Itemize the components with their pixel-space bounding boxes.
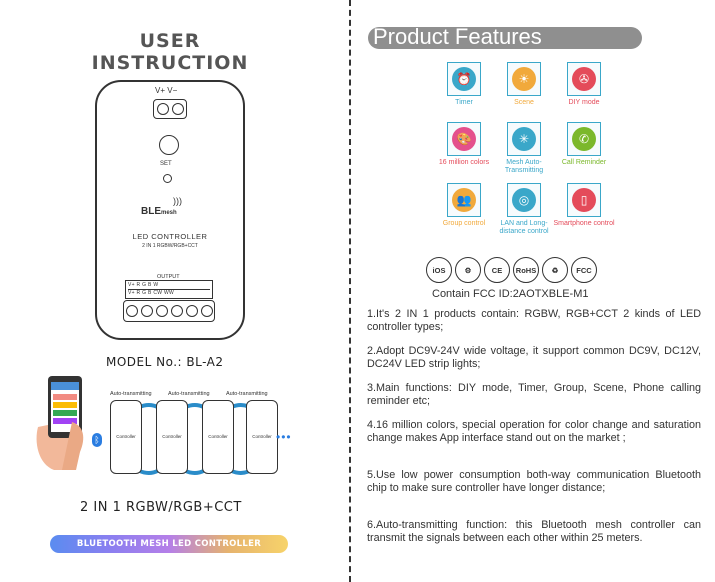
output-table: V+ R G B W V+ R G B CW WW [125,280,213,299]
feature-label: Scene [514,99,534,106]
feature-tile: 🎨 [447,122,481,156]
controller-node-4: Controller [246,400,278,474]
brand-logo-suffix: mesh [161,210,177,216]
group-icon: 👥 [452,188,476,212]
controller-node-3: Controller [202,400,234,474]
controller-device-illustration: V+ V− SET ))) BLEmesh LED CONTROLLER 2 I… [95,80,245,340]
fcc-id: Contain FCC ID:2AOTXBLE-M1 [432,288,589,300]
weee-cert-icon: ♻ [542,257,568,283]
rohs-cert-icon: RoHS [513,257,539,283]
device-product-sub: 2 IN 1 RGBW/RGB+CCT [142,243,198,249]
feature-paragraph-1: 1.It's 2 IN 1 products contain: RGBW, RG… [367,308,701,333]
feature-paragraph-3: 3.Main functions: DIY mode, Timer, Group… [367,382,701,407]
feature-tile: ✳ [507,122,541,156]
phone-in-hand-illustration [36,376,84,470]
user-instruction-title: USER INSTRUCTION [91,30,249,74]
terminal-screw-icon [156,103,169,115]
feature-label: LAN and Long-distance control [499,220,549,235]
feature-tile: 👥 [447,183,481,217]
feature-scene: ☀ Scene [490,62,558,107]
feature-palette: 🎨 16 million colors [430,122,498,167]
more-dots-icon: ••• [276,430,292,444]
palette-icon: 🎨 [452,127,476,151]
controller-node-2: Controller [156,400,188,474]
feature-label: Timer [455,99,473,106]
terminal-screw-icon [125,305,138,317]
ios-cert-icon: iOS [426,257,452,283]
controller-node-label: Controller [162,434,182,439]
output-terminal [123,300,215,322]
controller-node-label: Controller [252,434,272,439]
mesh-network-icon: ✳ [512,127,536,151]
terminal-screw-icon [140,305,153,317]
power-terminal [153,99,187,119]
feature-tile: ✆ [567,122,601,156]
smartphone-icon: ▯ [572,188,596,212]
feature-paragraph-5: 5.Use low power consumption both-way com… [367,469,701,494]
feature-phone-call: ✆ Call Reminder [550,122,618,167]
auto-transmitting-label-3: Auto-transmitting [226,391,268,397]
output-row-rgbw: V+ R G B W [128,282,159,288]
set-label: SET [160,161,172,167]
feature-label: Group control [442,220,486,227]
feature-paragraph-6: 6.Auto-transmitting function: this Bluet… [367,519,701,544]
scene-icon: ☀ [512,67,536,91]
brand-logo: BLEmesh [141,206,177,217]
auto-transmitting-label-2: Auto-transmitting [168,391,210,397]
feature-label: DIY mode [568,99,600,106]
feature-tile: ◎ [507,183,541,217]
feature-alarm-clock: ⏰ Timer [430,62,498,107]
model-number: MODEL No.: BL-A2 [106,355,224,369]
android-cert-icon: ⚙ [455,257,481,283]
feature-smartphone: ▯ Smartphone control [550,183,618,228]
feature-tile: ☀ [507,62,541,96]
bluetooth-mesh-banner: BLUETOOTH MESH LED CONTROLLER [50,535,288,553]
terminal-screw-icon [155,305,168,317]
feature-tile: ⏰ [447,62,481,96]
power-terminal-label: V+ V− [155,86,178,95]
page-divider [349,0,351,582]
feature-tile: ▯ [567,183,601,217]
terminal-screw-icon [200,305,213,317]
indicator-led [163,174,172,183]
feature-group: 👥 Group control [430,183,498,228]
globe-icon: ◎ [512,188,536,212]
feature-globe: ◎ LAN and Long-distance control [490,183,558,235]
set-button-illustration [159,135,179,155]
fcc-cert-icon: FCC [571,257,597,283]
signal-icon: ))) [173,196,182,206]
feature-label: Call Reminder [561,159,607,166]
ce-cert-icon: CE [484,257,510,283]
terminal-screw-icon [170,305,183,317]
terminal-screw-icon [171,103,184,115]
brand-logo-main: BLE [141,206,161,217]
bluetooth-icon: ᛒ [92,433,102,447]
feature-film-reel: ✇ DIY mode [550,62,618,107]
feature-label: 16 million colors [438,159,490,166]
auto-transmitting-label-1: Auto-transmitting [110,391,152,397]
feature-label: Smartphone control [553,220,615,227]
feature-label: Mesh Auto-Transmitting [504,159,544,174]
phone-call-icon: ✆ [572,127,596,151]
output-label: OUTPUT [157,274,180,280]
feature-paragraph-4: 4.16 million colors, special operation f… [367,419,701,444]
output-row-rgbcct: V+ R G B CW WW [128,289,210,296]
feature-tile: ✇ [567,62,601,96]
terminal-screw-icon [185,305,198,317]
product-tagline: 2 IN 1 RGBW/RGB+CCT [80,500,242,515]
alarm-clock-icon: ⏰ [452,67,476,91]
features-heading: Product Features [373,24,542,49]
controller-node-1: Controller [110,400,142,474]
controller-node-label: Controller [116,434,136,439]
feature-mesh-network: ✳ Mesh Auto-Transmitting [490,122,558,174]
controller-node-label: Controller [208,434,228,439]
device-product-name: LED CONTROLLER [132,232,208,241]
features-heading-bar [368,27,642,49]
feature-paragraph-2: 2.Adopt DC9V-24V wide voltage, it suppor… [367,345,701,370]
film-reel-icon: ✇ [572,67,596,91]
